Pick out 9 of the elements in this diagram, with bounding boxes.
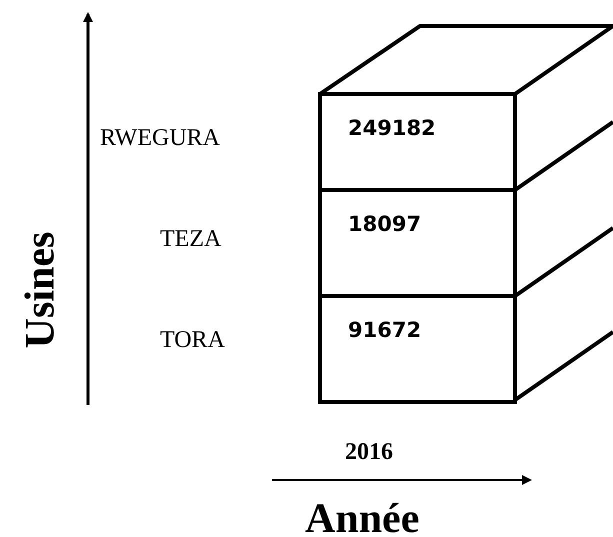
factory-label: TORA xyxy=(160,328,225,352)
axis-title: Année xyxy=(305,498,420,537)
value-label: 91672 xyxy=(348,320,422,341)
value-label: 18097 xyxy=(348,214,422,235)
factory-label: RWEGURA xyxy=(100,126,220,150)
year-label: 2016 xyxy=(345,440,393,464)
axis-title: Usines xyxy=(18,232,61,348)
value-label: 249182 xyxy=(348,118,436,139)
factory-label: TEZA xyxy=(160,227,222,251)
